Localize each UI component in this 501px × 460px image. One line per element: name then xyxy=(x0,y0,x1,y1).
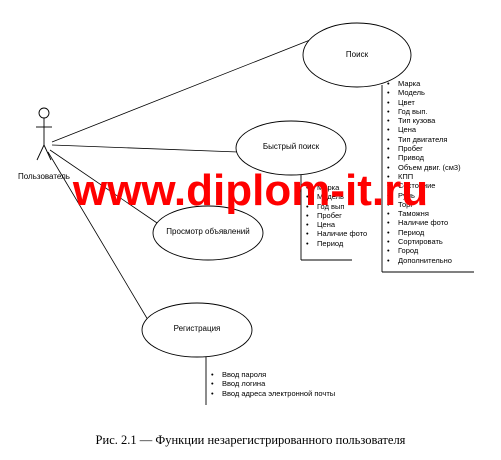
figure-caption: Рис. 2.1 — Функции незарегистрированного… xyxy=(95,433,406,447)
list-item: Пробег xyxy=(384,144,461,154)
list-item: Модель xyxy=(384,88,461,98)
use-case-search-ellipse xyxy=(302,22,412,88)
list-item: Цена xyxy=(384,125,461,135)
list-item: Состояние xyxy=(384,181,461,191)
list-item: Период xyxy=(303,239,355,249)
list-item: Марка xyxy=(384,79,461,89)
use-case-view-ads-ellipse xyxy=(152,205,264,261)
list-item: Ввод логина xyxy=(208,379,320,389)
list-item: Наличие фото xyxy=(384,218,461,228)
list-item: Пробег xyxy=(303,211,355,221)
association-registration xyxy=(47,151,149,321)
watermark: www.diplom-it.ru xyxy=(72,166,429,215)
association-search xyxy=(51,39,311,143)
list-item: Тип двигателя xyxy=(384,135,461,145)
list-item: Объем двиг. (см3) xyxy=(384,163,461,173)
list-item: Торг xyxy=(384,200,461,210)
use-case-view-ads: Просмотр объявлений xyxy=(166,227,250,236)
use-case-quick-search: Быстрый поиск xyxy=(262,142,320,151)
list-item: Год вып. xyxy=(384,107,461,117)
list-item: Период xyxy=(384,228,461,238)
list-item: Марка xyxy=(303,183,355,193)
actor-label: Пользователь xyxy=(18,172,70,181)
list-item: Год вып xyxy=(303,202,355,212)
list-item: Наличие фото xyxy=(303,229,367,239)
list-item: Цвет xyxy=(384,98,461,108)
use-case-registration-ellipse xyxy=(141,302,253,358)
list-item: Ввод адреса электронной почты xyxy=(208,389,335,399)
list-item: КПП xyxy=(384,172,461,182)
list-item: Город xyxy=(384,246,461,256)
list-item: Модель xyxy=(303,192,355,202)
association-view-ads xyxy=(49,149,161,226)
list-item: Ввод пароля xyxy=(208,370,320,380)
list-item: Руль xyxy=(384,191,461,201)
actor-figure xyxy=(36,107,52,161)
use-case-search: Поиск xyxy=(345,50,369,59)
search-fields-list: Марка Модель Цвет Год вып. Тип кузова Це… xyxy=(384,79,461,265)
use-case-quick-search-ellipse xyxy=(235,120,347,176)
use-case-registration: Регистрация xyxy=(173,324,221,333)
list-item: Таможня xyxy=(384,209,461,219)
list-item: Сортировать xyxy=(384,237,461,247)
list-item: Тип кузова xyxy=(384,116,461,126)
list-item: Привод xyxy=(384,153,461,163)
registration-fields-list: Ввод пароля Ввод логина Ввод адреса элек… xyxy=(208,370,335,399)
list-item: Дополнительно xyxy=(384,256,461,266)
quick-search-fields-list: Марка Модель Год вып Пробег Цена Наличие… xyxy=(303,183,367,249)
list-item: Цена xyxy=(303,220,355,230)
association-quick-search xyxy=(51,144,239,153)
